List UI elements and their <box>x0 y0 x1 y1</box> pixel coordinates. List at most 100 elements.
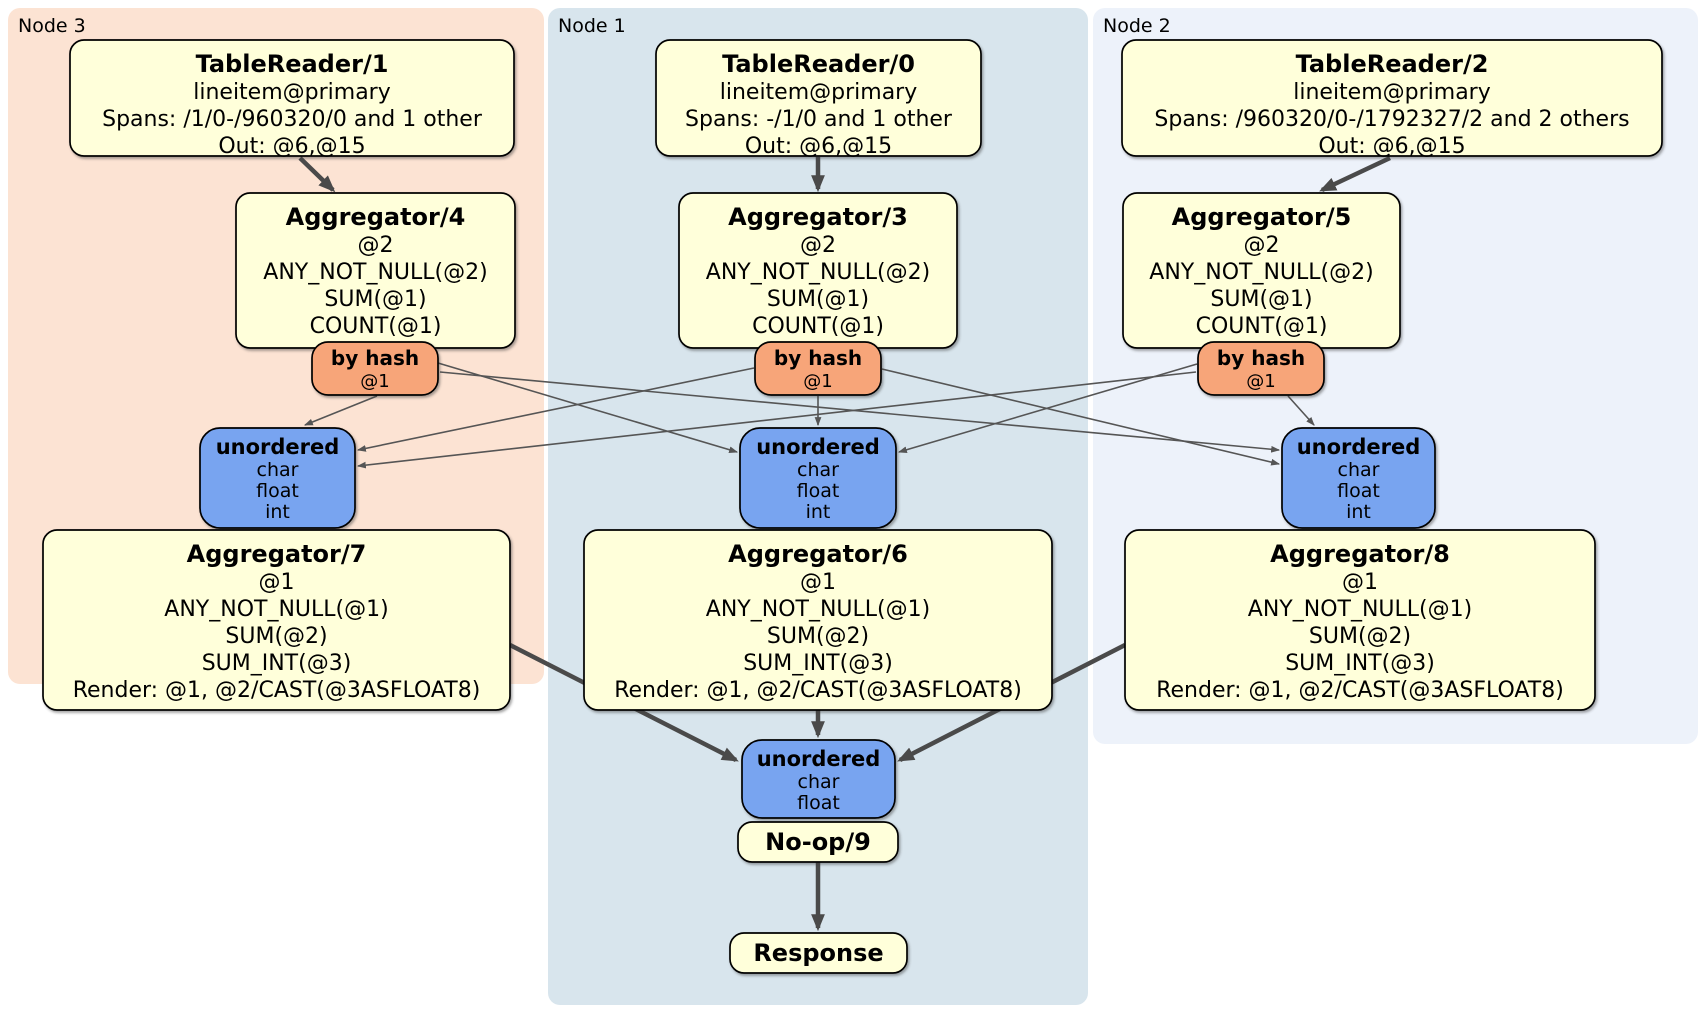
processor-agg6: Aggregator/6@1ANY_NOT_NULL(@1)SUM(@2)SUM… <box>583 529 1053 711</box>
processor-box-agg6 <box>583 529 1053 711</box>
unord_r-line-2: int <box>1346 501 1371 523</box>
unord_l-line-2: int <box>265 501 290 523</box>
unord_r-line-0: char <box>1338 459 1380 481</box>
agg8-line-1: ANY_NOT_NULL(@1) <box>1248 597 1472 622</box>
unord_l-title: unordered <box>216 435 340 459</box>
processor-noop: No-op/9 <box>737 821 899 863</box>
agg6-line-0: @1 <box>800 570 836 595</box>
edge-hash_r-unord_m <box>897 363 1198 454</box>
agg3-line-0: @2 <box>800 233 836 258</box>
agg8-line-3: SUM_INT(@3) <box>1285 651 1435 676</box>
tr1-line-1: Spans: /1/0-/960320/0 and 1 other <box>102 107 483 132</box>
tr0-line-0: lineitem@primary <box>720 80 918 105</box>
edge-hash_m-unord_r <box>881 368 1281 466</box>
tr2-line-0: lineitem@primary <box>1293 80 1491 105</box>
unord_l-line-0: char <box>257 459 299 481</box>
agg3-line-2: SUM(@1) <box>767 287 869 312</box>
agg4-line-2: SUM(@1) <box>324 287 426 312</box>
region-label-node3: Node 3 <box>18 15 86 37</box>
agg8-line-2: SUM(@2) <box>1309 624 1411 649</box>
edge-tr1-agg4 <box>298 156 336 193</box>
unord_r-title: unordered <box>1297 435 1421 459</box>
agg8-title: Aggregator/8 <box>1270 540 1450 568</box>
unord_l-line-1: float <box>256 480 299 502</box>
unord_m-line-2: int <box>806 501 831 523</box>
agg3-title: Aggregator/3 <box>728 203 908 231</box>
processor-agg3: Aggregator/3@2ANY_NOT_NULL(@2)SUM(@1)COU… <box>678 192 958 349</box>
edge-hash_m-unord_l <box>356 367 755 452</box>
tr2-line-2: Out: @6,@15 <box>1318 134 1465 159</box>
tr0-line-1: Spans: -/1/0 and 1 other <box>685 107 953 132</box>
unord_r-line-1: float <box>1337 480 1380 502</box>
unord_b-line-0: char <box>798 771 840 793</box>
edge-tr2-agg5 <box>1319 155 1391 193</box>
agg7-line-0: @1 <box>259 570 295 595</box>
unord_m-title: unordered <box>756 435 880 459</box>
agg6-line-4: Render: @1, @2/CAST(@3ASFLOAT8) <box>614 678 1022 703</box>
router-box-hash_m <box>754 341 882 396</box>
agg7-line-2: SUM(@2) <box>225 624 327 649</box>
sync-box-unord_r <box>1281 427 1436 529</box>
edge-hash_r-unord_r <box>1287 395 1315 426</box>
hash_r-title: by hash <box>1217 346 1305 370</box>
agg6-line-3: SUM_INT(@3) <box>743 651 893 676</box>
agg4-line-0: @2 <box>358 233 394 258</box>
unord_b-title: unordered <box>757 747 881 771</box>
agg3-line-1: ANY_NOT_NULL(@2) <box>706 260 930 285</box>
processor-box-resp <box>729 932 908 974</box>
tr2-title: TableReader/2 <box>1296 50 1489 78</box>
agg8-line-4: Render: @1, @2/CAST(@3ASFLOAT8) <box>1156 678 1564 703</box>
hash_m-title: by hash <box>774 346 862 370</box>
hash_m-line-0: @1 <box>803 371 832 392</box>
unord_m-line-1: float <box>797 480 840 502</box>
edge-hash_l-unord_l <box>303 395 378 426</box>
router-box-hash_r <box>1197 341 1325 396</box>
tr0-line-2: Out: @6,@15 <box>745 134 892 159</box>
region-label-node2: Node 2 <box>1103 15 1171 37</box>
edge-hash_r-unord_l <box>356 371 1197 469</box>
unord_b-line-1: float <box>797 792 840 814</box>
agg4-title: Aggregator/4 <box>286 203 466 231</box>
router-hash_m: by hash@1 <box>754 341 882 396</box>
processor-box-tr0 <box>655 39 982 157</box>
processor-agg8: Aggregator/8@1ANY_NOT_NULL(@1)SUM(@2)SUM… <box>1124 529 1596 711</box>
tr0-title: TableReader/0 <box>722 50 915 78</box>
agg4-line-1: ANY_NOT_NULL(@2) <box>263 260 487 285</box>
processor-agg7: Aggregator/7@1ANY_NOT_NULL(@1)SUM(@2)SUM… <box>42 529 511 711</box>
agg3-line-3: COUNT(@1) <box>752 314 884 339</box>
sync-box-unord_m <box>739 427 897 529</box>
agg5-line-3: COUNT(@1) <box>1196 314 1328 339</box>
agg7-line-3: SUM_INT(@3) <box>202 651 352 676</box>
processor-agg5: Aggregator/5@2ANY_NOT_NULL(@2)SUM(@1)COU… <box>1122 192 1401 349</box>
agg5-line-0: @2 <box>1244 233 1280 258</box>
agg5-line-1: ANY_NOT_NULL(@2) <box>1149 260 1373 285</box>
processor-box-agg7 <box>42 529 511 711</box>
agg7-line-4: Render: @1, @2/CAST(@3ASFLOAT8) <box>73 678 481 703</box>
agg6-title: Aggregator/6 <box>728 540 908 568</box>
region-label-node1: Node 1 <box>558 15 626 37</box>
sync-box-unord_b <box>741 739 896 819</box>
edge-hash_l-unord_r <box>439 371 1281 453</box>
processor-box-tr1 <box>69 39 515 157</box>
agg7-line-1: ANY_NOT_NULL(@1) <box>164 597 388 622</box>
tr1-line-0: lineitem@primary <box>193 80 391 105</box>
processor-resp: Response <box>729 932 908 974</box>
tr1-line-2: Out: @6,@15 <box>218 134 365 159</box>
hash_l-title: by hash <box>331 346 419 370</box>
hash_l-line-0: @1 <box>360 371 389 392</box>
processor-agg4: Aggregator/4@2ANY_NOT_NULL(@2)SUM(@1)COU… <box>235 192 516 349</box>
processor-box-agg8 <box>1124 529 1596 711</box>
sync-box-unord_l <box>199 427 356 529</box>
processor-box-tr2 <box>1121 39 1663 157</box>
agg7-title: Aggregator/7 <box>187 540 367 568</box>
unord_m-line-0: char <box>797 459 839 481</box>
